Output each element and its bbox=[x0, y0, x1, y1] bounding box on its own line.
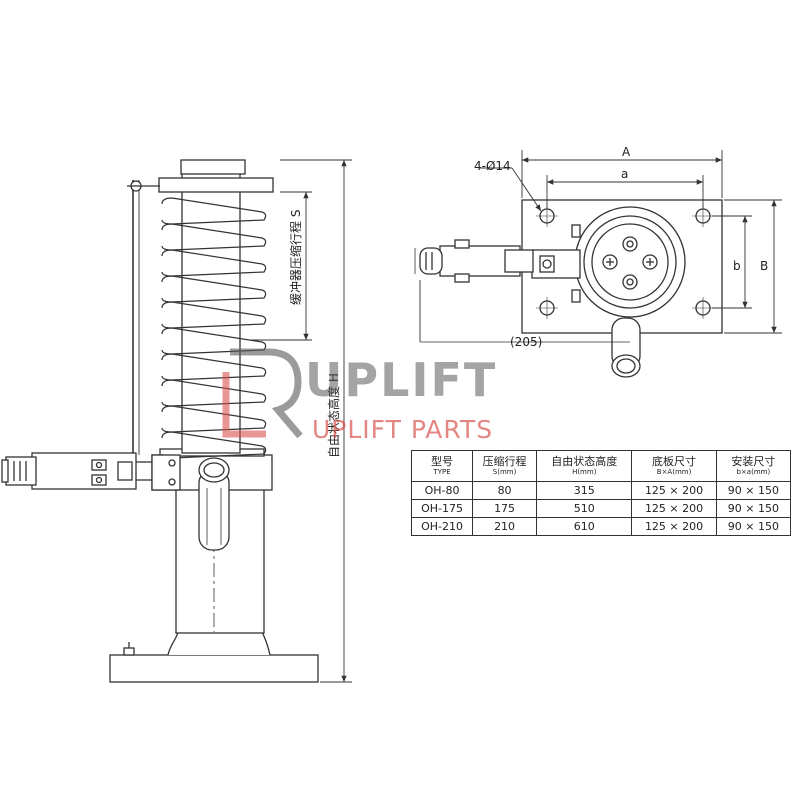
top-limit-switch bbox=[414, 239, 581, 283]
cell-mount: 90 × 150 bbox=[715, 481, 792, 500]
spring-coil bbox=[161, 249, 267, 277]
cap-bolts bbox=[602, 236, 658, 290]
cell-mount: 90 × 150 bbox=[715, 517, 792, 536]
cell-height: 610 bbox=[536, 517, 633, 536]
cell-height: 510 bbox=[536, 499, 633, 518]
watermark-logo bbox=[222, 348, 303, 439]
spring-coil bbox=[161, 301, 267, 329]
stroke-label: 缓冲器压缩行程 S bbox=[288, 210, 303, 305]
top-view bbox=[414, 199, 723, 378]
top-cap bbox=[180, 159, 246, 175]
table-row: OH-210 210 610 125 × 200 90 × 150 bbox=[410, 517, 792, 536]
spring-coil bbox=[161, 379, 267, 407]
cell-type: OH-175 bbox=[410, 499, 474, 518]
cell-height: 315 bbox=[536, 481, 633, 500]
table-row: OH-175 175 510 125 × 200 90 × 150 bbox=[410, 499, 792, 518]
cell-stroke: 80 bbox=[472, 481, 538, 500]
spring-coil bbox=[161, 197, 267, 225]
spring-coil bbox=[161, 223, 267, 251]
spring-coil bbox=[161, 353, 267, 381]
spring-coil bbox=[161, 405, 267, 433]
table-row: OH-80 80 315 125 × 200 90 × 150 bbox=[410, 481, 792, 500]
cell-stroke: 175 bbox=[472, 499, 538, 518]
dimension-lines-top bbox=[419, 150, 782, 343]
watermark: UPLIFT UPLIFT PARTS bbox=[222, 348, 497, 444]
cell-stroke: 210 bbox=[472, 517, 538, 536]
dim-B: B bbox=[760, 259, 768, 273]
watermark-brand: UPLIFT bbox=[305, 353, 497, 407]
dim-b: b bbox=[733, 259, 741, 273]
mounting-holes bbox=[536, 205, 714, 319]
dim-A: A bbox=[622, 145, 631, 159]
cap-disc bbox=[583, 215, 677, 309]
cell-type: OH-80 bbox=[410, 481, 474, 500]
top-oil-filler bbox=[611, 317, 641, 378]
cell-base: 125 × 200 bbox=[631, 499, 717, 518]
side-view bbox=[1, 159, 319, 683]
spring-coil bbox=[161, 327, 267, 355]
base-plate bbox=[109, 654, 319, 683]
cell-mount: 90 × 150 bbox=[715, 499, 792, 518]
cell-base: 125 × 200 bbox=[631, 481, 717, 500]
spring bbox=[161, 197, 267, 459]
height-label: 自由状态高度 H bbox=[326, 373, 341, 458]
watermark-parts: UPLIFT PARTS bbox=[312, 415, 493, 444]
cell-type: OH-210 bbox=[410, 517, 474, 536]
dimension-lines-side bbox=[248, 159, 352, 683]
spring-coil bbox=[161, 275, 267, 303]
dim-a: a bbox=[621, 167, 628, 181]
cell-base: 125 × 200 bbox=[631, 517, 717, 536]
offset-205: (205) bbox=[510, 335, 542, 349]
limit-switch bbox=[1, 452, 181, 491]
hole-callout: 4-Ø14 bbox=[474, 159, 511, 173]
